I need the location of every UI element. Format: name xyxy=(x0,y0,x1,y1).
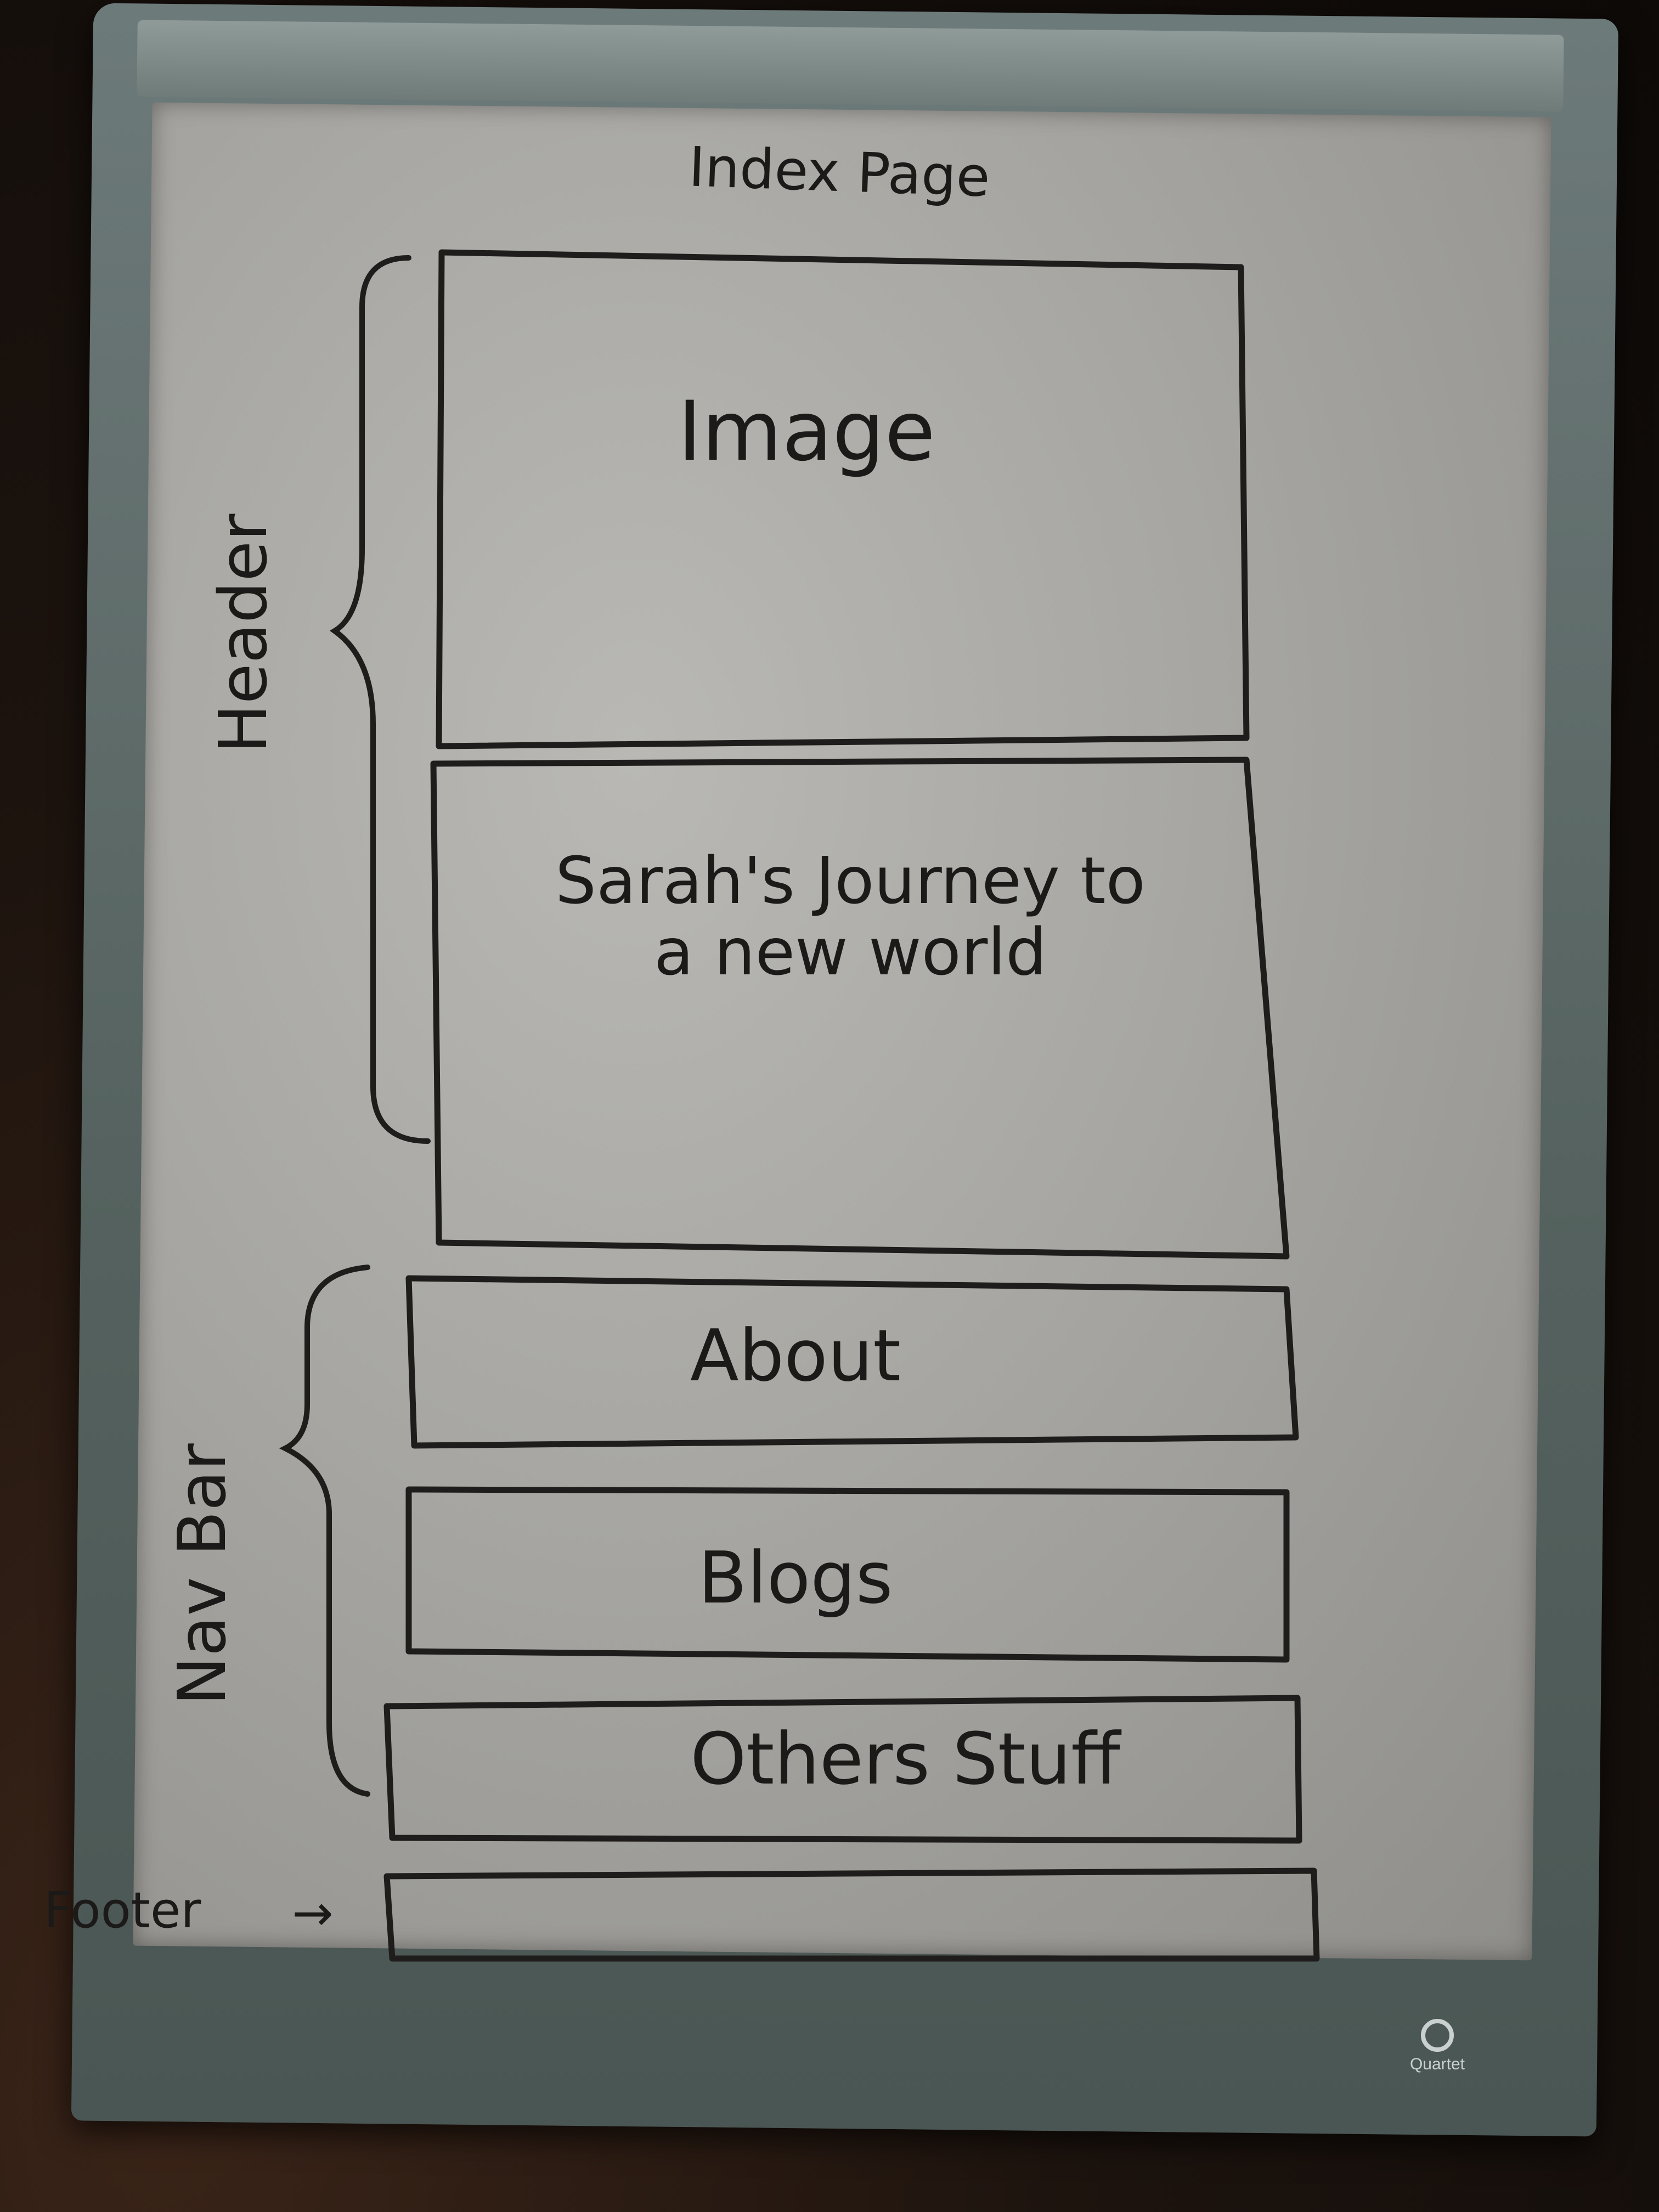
image-box-label: Image xyxy=(678,384,935,479)
header-label: Header xyxy=(206,514,282,754)
about-box-label: About xyxy=(690,1314,901,1397)
footer-arrow-icon: → xyxy=(292,1884,334,1942)
about-box xyxy=(405,1275,1299,1449)
footer-label: Footer xyxy=(44,1882,201,1939)
others-box-label: Others Stuff xyxy=(690,1717,1120,1801)
brand-name: Quartet xyxy=(1409,2055,1465,2073)
quartet-logo-icon xyxy=(1421,2019,1454,2052)
blogs-box xyxy=(405,1486,1290,1663)
footer-box xyxy=(383,1867,1320,1962)
banner-box xyxy=(430,757,1290,1260)
blogs-box-label: Blogs xyxy=(698,1536,893,1620)
header-brace xyxy=(329,255,431,1144)
image-box xyxy=(436,249,1250,749)
banner-box-label: Sarah's Journey to a new world xyxy=(555,843,1146,990)
brand-logo: Quartet xyxy=(1404,2019,1470,2074)
nav-brace xyxy=(279,1265,370,1797)
nav-bar-label: Nav Bar xyxy=(165,1443,241,1706)
others-box xyxy=(383,1695,1302,1844)
